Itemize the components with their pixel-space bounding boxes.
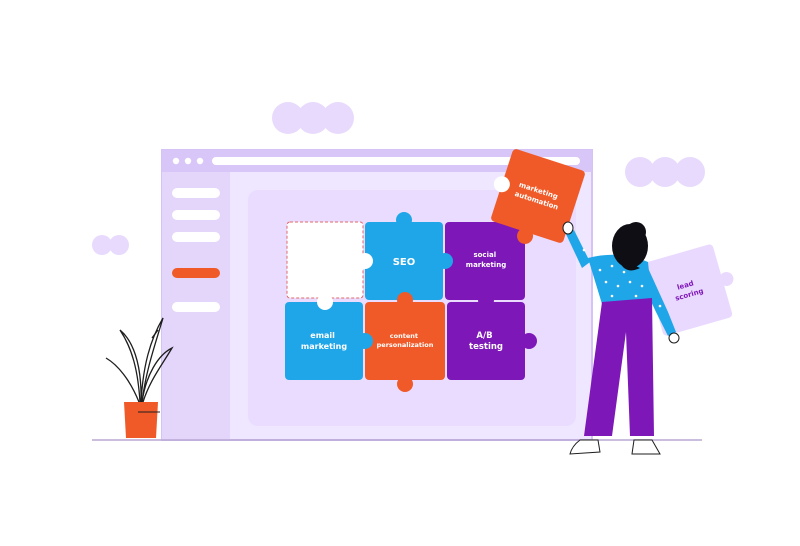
- puzzle-tab: [357, 333, 373, 349]
- empty-puzzle-slot: [286, 221, 364, 299]
- potted-plant-icon: [105, 317, 174, 403]
- sidebar-item-active[interactable]: [172, 268, 220, 278]
- plant-pot: [124, 402, 158, 438]
- puzzle-piece-lead-scoring[interactable]: lead scoring: [643, 241, 744, 337]
- puzzle-label: social marketing: [466, 251, 506, 269]
- puzzle-notch: [357, 253, 373, 269]
- puzzle-label: SEO: [393, 257, 416, 268]
- puzzle-piece-seo[interactable]: [365, 212, 443, 300]
- puzzle-piece-marketing-automation[interactable]: marketing automation: [479, 146, 586, 256]
- address-bar: [212, 157, 580, 165]
- puzzle-tab: [437, 253, 453, 269]
- sidebar-item[interactable]: [172, 302, 220, 312]
- three-dots-icon: [172, 157, 204, 165]
- cloud-right: [625, 157, 705, 187]
- cloud-top: [272, 102, 354, 134]
- sidebar-item[interactable]: [172, 188, 220, 198]
- sidebar-item[interactable]: [172, 232, 220, 242]
- puzzle-label: email marketing: [301, 331, 347, 351]
- puzzle-label: A/B testing: [469, 331, 503, 352]
- puzzle-piece-social-marketing[interactable]: [445, 222, 525, 300]
- puzzle-grid: SEO social marketing email marketing con…: [285, 212, 537, 392]
- puzzle-label: content personalization: [377, 332, 434, 349]
- woman-figure-icon: [562, 221, 680, 455]
- puzzle-piece-email-marketing[interactable]: [285, 302, 363, 380]
- puzzle-piece-ab-testing[interactable]: [447, 292, 537, 380]
- sidebar-item[interactable]: [172, 210, 220, 220]
- puzzle-notch: [317, 294, 333, 310]
- cloud-left: [92, 235, 129, 255]
- puzzle-piece-content-personalization[interactable]: [365, 292, 445, 392]
